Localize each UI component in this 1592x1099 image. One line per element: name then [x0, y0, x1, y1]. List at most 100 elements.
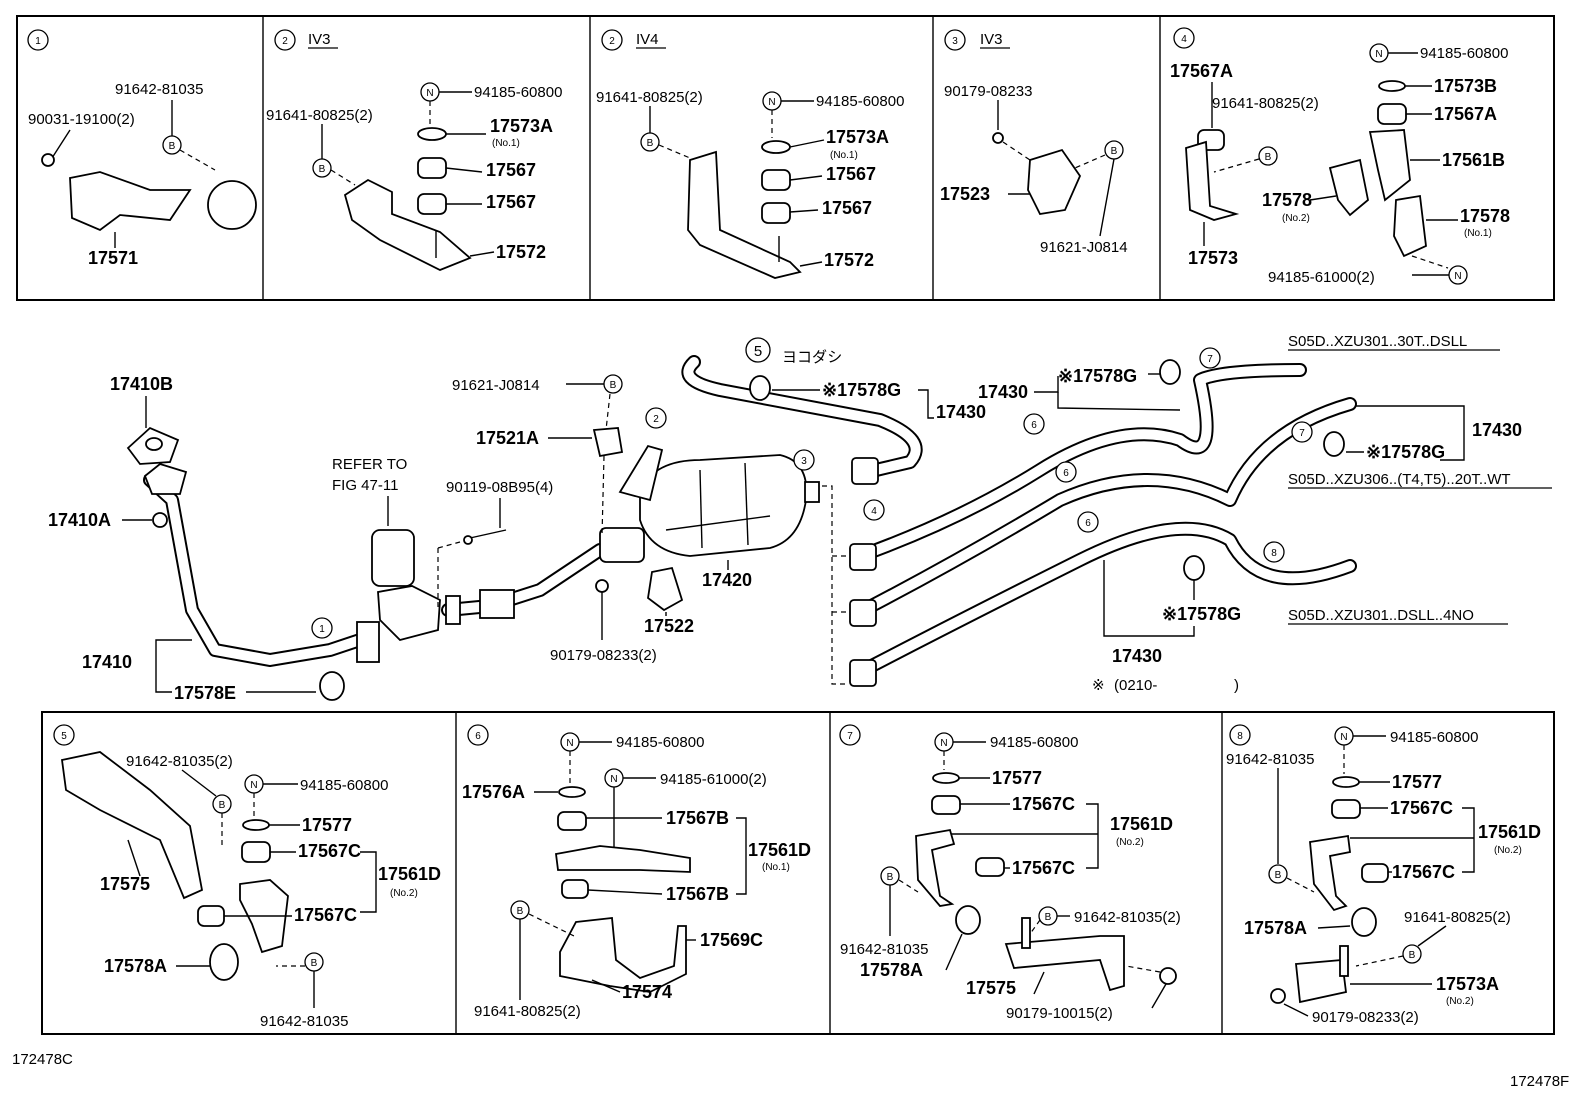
cushion	[557, 811, 587, 831]
panel-3-iv3[interactable]: 3 IV3 90179-08233 17523 B 91621-J0814	[940, 29, 1128, 256]
clamp-17578G	[1159, 359, 1181, 385]
marker-circle	[603, 374, 623, 394]
callout-number: 5	[754, 343, 762, 360]
panel-number-circle	[944, 29, 966, 51]
marker-letter: B	[319, 164, 326, 175]
cushion	[561, 879, 589, 899]
part-label: 91621-J0814	[1040, 239, 1128, 256]
part-label: 17567C	[294, 905, 357, 925]
refer-text: REFER TO	[332, 456, 407, 473]
part-label: 17573	[1188, 248, 1238, 268]
panel-number-circle	[839, 724, 861, 746]
panel-8[interactable]: 8 91642-81035 N 94185-60800 17577 17567C…	[1226, 724, 1541, 1026]
part-label: 91641-80825(2)	[1404, 909, 1511, 926]
stud	[1021, 917, 1031, 949]
part-label: 17410B	[110, 374, 173, 394]
clamp-17578A	[1351, 907, 1377, 937]
panel-number: 1	[35, 36, 41, 47]
part-label: 91642-81035	[1226, 751, 1314, 768]
washer	[761, 140, 791, 154]
panel-4[interactable]: 4 17567A 91641-80825(2) N 94185-60800 17…	[1170, 27, 1510, 286]
part-label: 17430	[978, 382, 1028, 402]
marker-letter: N	[940, 738, 947, 749]
panel-7[interactable]: 7 N 94185-60800 17577 17567C 17561D (No.…	[839, 724, 1181, 1022]
part-label: 17572	[824, 250, 874, 270]
part-label: 17578A	[104, 956, 167, 976]
part-note: (No.2)	[390, 888, 418, 899]
bracket-17573	[1185, 140, 1240, 221]
part-label: ※17578G	[1162, 604, 1241, 624]
pipe-end	[849, 599, 877, 627]
part-label: 17561D	[1478, 822, 1541, 842]
part-note: (No.2)	[1494, 845, 1522, 856]
part-note: (No.1)	[762, 862, 790, 873]
part-label: 17561B	[1442, 150, 1505, 170]
clamp-17578A	[955, 905, 981, 935]
part-label: 91642-81035(2)	[1074, 909, 1181, 926]
marker-circle	[1402, 944, 1422, 964]
marker-letter: N	[250, 780, 257, 791]
marker-letter: B	[1111, 146, 1118, 157]
part-note: (No.2)	[1446, 996, 1474, 1007]
part-label: 90031-19100(2)	[28, 111, 135, 128]
marker-letter: N	[566, 738, 573, 749]
part-label: 17567B	[666, 884, 729, 904]
part-label: 91642-81035	[840, 941, 928, 958]
panel-number: 7	[847, 731, 853, 742]
part-label: 17569C	[700, 930, 763, 950]
clamp-17578G	[1323, 431, 1345, 457]
part-note: (No.1)	[492, 138, 520, 149]
washer	[417, 127, 447, 141]
marker-letter: B	[1409, 950, 1416, 961]
part-label: 90179-08233(2)	[1312, 1009, 1419, 1026]
part-label: 17410	[82, 652, 132, 672]
part-label: 17561D	[378, 864, 441, 884]
nut	[1159, 967, 1177, 985]
part-label: 91642-81035	[115, 81, 203, 98]
part-label: 17578	[1262, 190, 1312, 210]
note-mark: ※	[1092, 677, 1105, 694]
clamp-17578A	[209, 943, 239, 981]
callout-number: 6	[1063, 468, 1069, 479]
marker-letter: B	[1275, 870, 1282, 881]
marker-letter: N	[610, 774, 617, 785]
bottom-panel-row	[41, 711, 1555, 1035]
callout-circle	[1077, 511, 1099, 533]
panel-2-iv3[interactable]: 2 IV3 91641-80825(2) N 94185-60800 17573…	[266, 29, 562, 271]
pipe-end	[851, 457, 879, 485]
main-diagram[interactable]: 17410B 17410A 17410 17578E 1 REFER TO FI…	[48, 333, 1552, 703]
part-label: 17522	[644, 616, 694, 636]
marker-letter: B	[517, 906, 524, 917]
nut	[595, 579, 609, 593]
panel-5[interactable]: 5 91642-81035(2) B N 94185-60800 17577 1…	[53, 724, 441, 1030]
part-label: 17573A	[490, 116, 553, 136]
callout-circle	[1291, 421, 1313, 443]
panel-6[interactable]: 6 N 94185-60800 N 94185-61000(2) 17576A …	[462, 724, 811, 1020]
part-label: 17573A	[1436, 974, 1499, 994]
part-label: 17577	[1392, 772, 1442, 792]
bracket-17521A	[592, 427, 624, 458]
part-label: 91641-80825(2)	[266, 107, 373, 124]
muffler-bracket	[618, 444, 664, 502]
top-panel-frame	[16, 15, 1555, 301]
panel-1[interactable]: 1 91642-81035 90031-19100(2) 17571 B	[27, 29, 257, 268]
clamp-17578-no2	[1328, 158, 1369, 217]
part-label: 91641-80825(2)	[474, 1003, 581, 1020]
washer	[242, 819, 270, 831]
part-note: (No.2)	[1116, 837, 1144, 848]
applicability-text: S05D..XZU301..DSLL..4NO	[1288, 607, 1474, 624]
exhaust-brake-actuator	[371, 529, 415, 587]
part-label: 90179-10015(2)	[1006, 1005, 1113, 1022]
part-label: 17573A	[826, 127, 889, 147]
panel-2-iv4[interactable]: 2 IV4 91641-80825(2) N 94185-60800 17573…	[596, 29, 904, 279]
marker-letter: B	[169, 141, 176, 152]
cushion	[1377, 103, 1407, 125]
washer	[1378, 80, 1406, 92]
applicability-text: S05D..XZU306..(T4,T5)..20T..WT	[1288, 471, 1511, 488]
callout-number: 6	[1031, 420, 1037, 431]
center-pipe	[441, 543, 607, 617]
marker-circle	[1268, 864, 1288, 884]
washer	[1332, 776, 1360, 788]
part-label: 17561D	[1110, 814, 1173, 834]
part-label: 17572	[496, 242, 546, 262]
